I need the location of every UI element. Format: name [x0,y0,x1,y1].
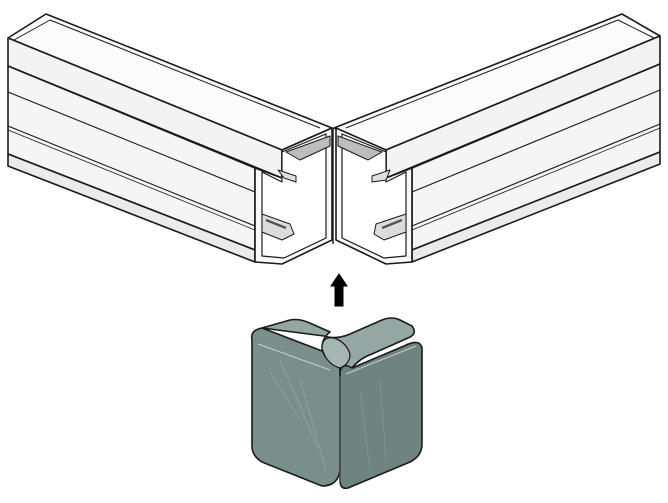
corner-cover-reflection-1 [269,359,327,471]
corner-cover-right-face [339,341,423,490]
right-trunking [333,13,661,265]
left-trunking-groove-1 [7,91,256,193]
right-trunking-groove-2 [411,123,661,227]
corner-cover-round [321,337,351,369]
left-trunking-seal-strip [285,135,331,161]
left-trunking-top-lip [13,19,321,129]
left-trunking-groove-3 [7,129,256,231]
right-trunking-clip-upper [371,169,391,183]
right-trunking-groove-1 [411,89,661,193]
left-trunking-clip-lower-slot [265,218,287,230]
right-trunking-seal-strip [337,135,383,161]
arrow-up-shape [330,273,348,307]
left-trunking [7,13,333,265]
corner-cover-edge-1 [257,343,331,371]
arrow-up-icon [330,273,348,307]
corner-cover-reflection-2 [359,379,387,471]
right-trunking-clip-lower-slot [381,218,403,230]
left-trunking-groove-2 [7,125,256,227]
corner-cover [250,317,423,490]
left-trunking-clip-upper [277,169,297,183]
corner-cover-edge-2 [345,345,417,375]
right-trunking-top-lip [345,19,655,129]
right-trunking-groove-3 [411,127,661,231]
